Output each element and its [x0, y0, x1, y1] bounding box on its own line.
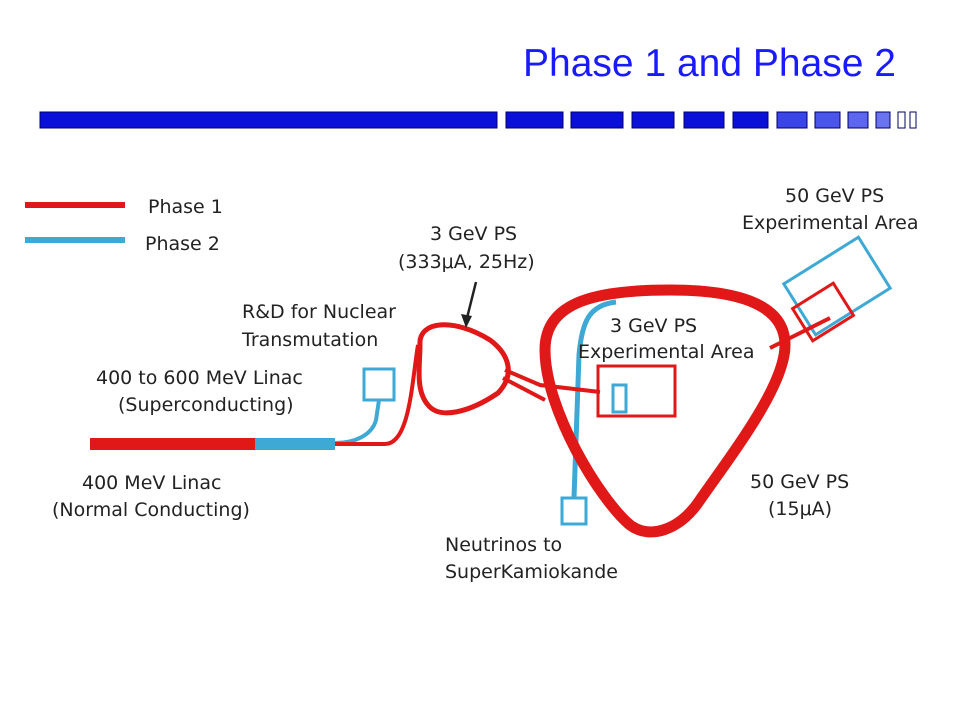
exp-area-3gev-inner-box — [611, 383, 628, 414]
ring-50gev-ps — [539, 284, 791, 538]
label-linac600-line2: (Superconducting) — [118, 394, 294, 416]
legend-phase2-label: Phase 2 — [145, 233, 220, 255]
neutrino-beamline — [571, 299, 617, 499]
label-3gev-ps-line1: 3 GeV PS — [430, 223, 517, 245]
superconducting-linac — [255, 438, 335, 450]
ps3-arrow-head — [461, 314, 472, 328]
exp-area-50gev-phase1-box — [790, 281, 856, 343]
transfer-line-bottom — [502, 376, 546, 402]
label-3gev-ps-line2: (333μA, 25Hz) — [398, 251, 535, 273]
neutrino-target-box — [560, 496, 588, 526]
label-rd-line1: R&D for Nuclear — [242, 301, 396, 323]
label-exp50-line1: 50 GeV PS — [785, 185, 884, 207]
label-exp3-line2: Experimental Area — [578, 341, 754, 363]
label-neutrinos-line2: SuperKamiokande — [445, 561, 618, 583]
exp-area-3gev-box — [596, 364, 677, 418]
ps3-pointer-arrow — [465, 281, 478, 319]
label-linac600-line1: 400 to 600 MeV Linac — [96, 367, 303, 389]
label-linac400-line1: 400 MeV Linac — [82, 472, 221, 494]
legend-phase1-label: Phase 1 — [148, 196, 223, 218]
extraction-line-50gev — [769, 316, 831, 350]
exp-area-50gev-phase2-box — [781, 235, 893, 337]
label-ps50-line2: (15μA) — [768, 498, 832, 520]
label-exp50-line2: Experimental Area — [742, 212, 918, 234]
nuclear-transmutation-beamline — [334, 399, 381, 445]
label-exp3-line1: 3 GeV PS — [610, 315, 697, 337]
transfer-line-top — [504, 368, 601, 394]
label-rd-line2: Transmutation — [241, 329, 378, 351]
slide-title: Phase 1 and Phase 2 — [523, 42, 896, 85]
nuclear-transmutation-box — [362, 367, 396, 402]
normal-conducting-linac — [90, 438, 255, 450]
label-neutrinos-line1: Neutrinos to — [445, 534, 562, 556]
label-ps50-line1: 50 GeV PS — [750, 471, 849, 493]
label-linac400-line2: (Normal Conducting) — [52, 499, 250, 521]
transport-line-to-ring — [255, 344, 420, 446]
ring-3gev-ps — [416, 322, 511, 416]
